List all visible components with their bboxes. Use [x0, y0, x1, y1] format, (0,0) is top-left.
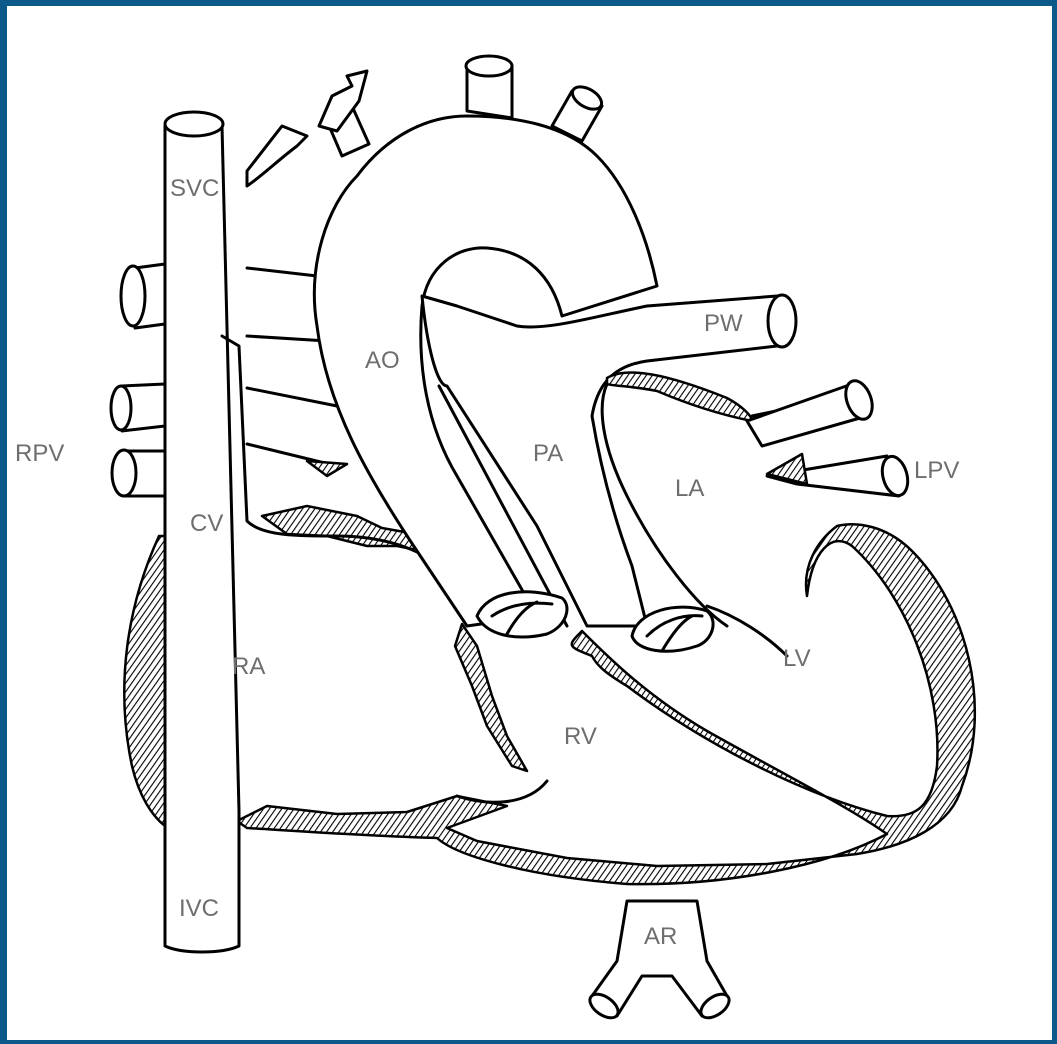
label-pw: PW: [704, 310, 743, 337]
vena-cava: [165, 126, 239, 952]
diagram-frame: SVC RPV CV RA IVC AO PA PW LA LPV LV RV …: [7, 6, 1052, 1040]
septum-wall: [455, 624, 527, 771]
label-ar: AR: [644, 923, 677, 950]
pv-band-3: [247, 388, 337, 406]
rpv-middle-opening: [111, 386, 131, 430]
label-ao: AO: [365, 347, 400, 374]
label-svc: SVC: [170, 175, 219, 202]
left-atrium-roof: [607, 372, 752, 421]
pv-band-1: [247, 268, 317, 276]
lv-leaflet: [707, 606, 787, 656]
svc-opening: [165, 112, 223, 136]
right-atrium-wall: [124, 536, 165, 826]
pv-band-5: [307, 461, 347, 476]
rpv-lower-opening: [112, 450, 136, 496]
aortic-branch-2-opening: [466, 56, 512, 76]
label-pa: PA: [533, 440, 563, 467]
label-cv: CV: [190, 510, 223, 537]
label-rpv: RPV: [15, 440, 64, 467]
label-lv: LV: [783, 645, 811, 672]
label-ivc: IVC: [179, 895, 219, 922]
right-ventricle-boundary: [457, 781, 547, 802]
connecting-veins: [247, 126, 307, 186]
rpv-upper-opening: [121, 266, 145, 326]
label-la: LA: [675, 475, 704, 502]
pw-opening: [768, 295, 796, 347]
lpv-lower-hatch: [767, 454, 807, 484]
label-ra: RA: [232, 653, 265, 680]
ar-vessel: [592, 901, 727, 1016]
label-rv: RV: [564, 723, 597, 750]
label-lpv: LPV: [914, 457, 959, 484]
pv-band-2: [247, 336, 327, 341]
heart-diagram: SVC RPV CV RA IVC AO PA PW LA LPV LV RV …: [7, 6, 1052, 1040]
